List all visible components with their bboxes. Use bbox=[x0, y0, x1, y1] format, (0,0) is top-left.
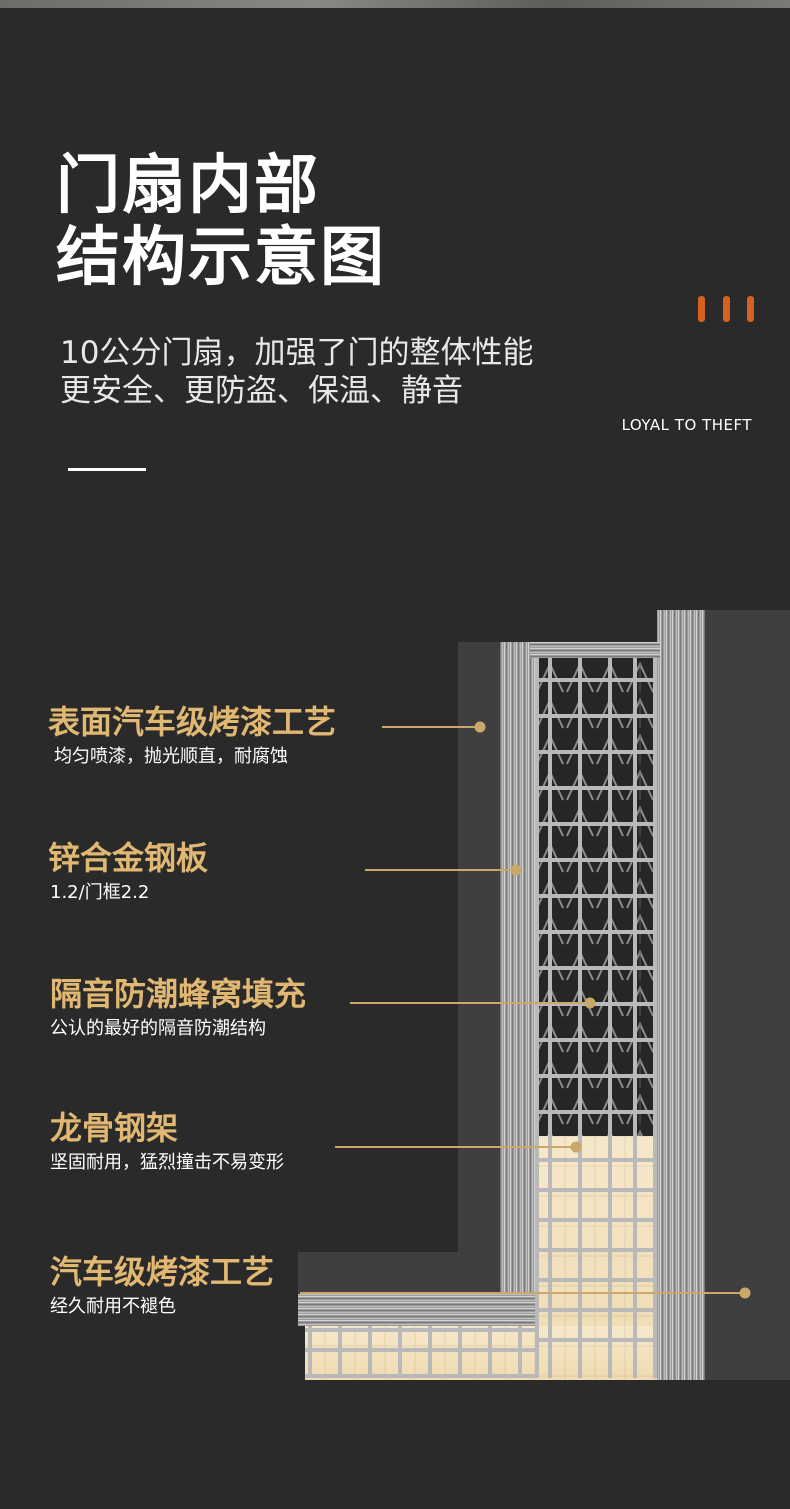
page-subtitle: 10公分门扇，加强了门的整体性能 更安全、更防盗、保温、静音 bbox=[60, 334, 533, 410]
callout-paint-durable: 汽车级烤漆工艺 经久耐用不褪色 bbox=[50, 1252, 274, 1320]
leader-dot-5 bbox=[739, 1287, 751, 1299]
accent-bar bbox=[698, 296, 705, 322]
steel-plate-top bbox=[530, 642, 660, 658]
callout-steel-plate: 锌合金钢板 1.2/门框2.2 bbox=[48, 838, 208, 906]
title-line-2: 结构示意图 bbox=[56, 221, 386, 295]
outer-panel-left bbox=[458, 642, 502, 1252]
callout-heading: 汽车级烤漆工艺 bbox=[50, 1253, 275, 1291]
subtitle-line-1: 10公分门扇，加强了门的整体性能 bbox=[60, 335, 534, 371]
outer-panel-bottom bbox=[298, 1252, 500, 1294]
steel-plate-right bbox=[657, 610, 705, 1380]
divider bbox=[68, 468, 146, 471]
keel-steel-frame bbox=[305, 658, 657, 1378]
callout-heading: 龙骨钢架 bbox=[50, 1109, 179, 1147]
callout-heading: 锌合金钢板 bbox=[48, 839, 209, 877]
frame-panel-right bbox=[705, 610, 790, 1380]
subtitle-line-2: 更安全、更防盗、保温、静音 bbox=[60, 373, 463, 409]
leader-dot-3 bbox=[584, 997, 596, 1009]
callout-desc: 公认的最好的隔音防潮结构 bbox=[50, 1018, 266, 1039]
callout-desc: 经久耐用不褪色 bbox=[50, 1296, 176, 1317]
steel-plate-bottom bbox=[298, 1294, 538, 1326]
leader-dot-2 bbox=[510, 864, 522, 876]
callout-heading: 隔音防潮蜂窝填充 bbox=[50, 975, 307, 1013]
title-line-1: 门扇内部 bbox=[56, 149, 320, 223]
accent-bar bbox=[747, 296, 754, 322]
accent-bar bbox=[722, 296, 730, 322]
callout-desc: 坚固耐用，猛烈撞击不易变形 bbox=[50, 1152, 284, 1173]
accent-bars-icon bbox=[698, 296, 754, 322]
callout-keel-frame: 龙骨钢架 坚固耐用，猛烈撞击不易变形 bbox=[50, 1108, 284, 1176]
callout-desc: 均匀喷漆，抛光顺直，耐腐蚀 bbox=[54, 746, 288, 767]
callout-paint-surface: 表面汽车级烤漆工艺 均匀喷漆，抛光顺直，耐腐蚀 bbox=[48, 702, 336, 770]
callout-honeycomb: 隔音防潮蜂窝填充 公认的最好的隔音防潮结构 bbox=[50, 974, 306, 1042]
steel-plate-left bbox=[500, 642, 536, 1312]
leader-lines bbox=[300, 726, 745, 1294]
leader-dot-4 bbox=[570, 1141, 582, 1153]
page-title: 门扇内部 结构示意图 bbox=[56, 150, 386, 294]
top-texture-strip bbox=[0, 0, 790, 8]
tagline: LOYAL TO THEFT bbox=[621, 416, 752, 434]
callout-desc: 1.2/门框2.2 bbox=[50, 882, 150, 903]
leader-dot-1 bbox=[474, 721, 486, 733]
callout-heading: 表面汽车级烤漆工艺 bbox=[48, 703, 337, 741]
leader-dots bbox=[474, 721, 751, 1299]
